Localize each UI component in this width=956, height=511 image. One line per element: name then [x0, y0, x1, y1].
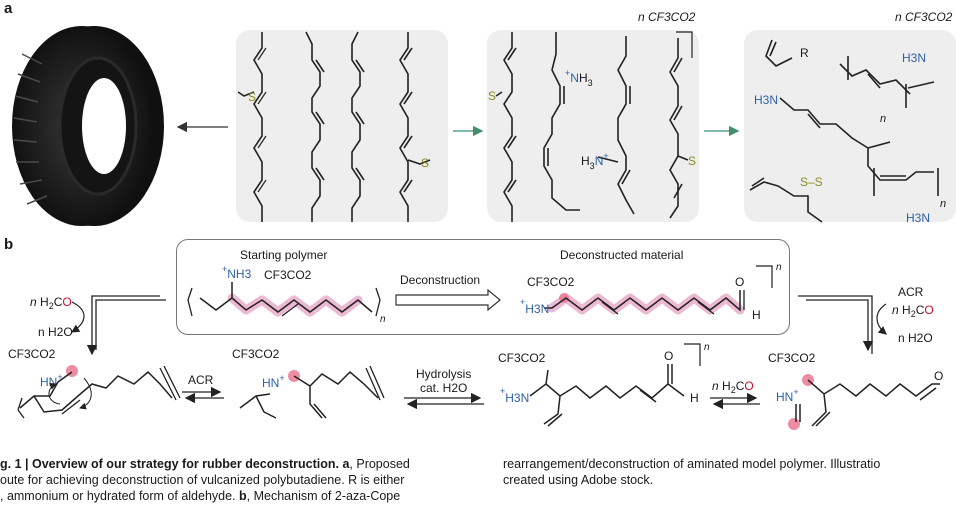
iminium-label: HN+ [776, 387, 799, 404]
water-label: n H2O [38, 325, 73, 339]
acr-label: ACR [188, 373, 214, 387]
oxygen-label: O [735, 275, 744, 289]
starting-polymer-label: Starting polymer [240, 248, 327, 262]
amine-label: +H3N [500, 386, 529, 405]
panel-a-box-aminated [487, 30, 699, 222]
aminated-chains [495, 32, 689, 222]
r-group-label: R [800, 46, 809, 60]
catalyst-label: cat. H2O [420, 381, 467, 395]
panel-a-box-vulcanized [236, 30, 448, 222]
water-label: n H2O [898, 331, 933, 345]
deconstructed-fragments [749, 39, 939, 223]
vulcanized-chains [237, 31, 431, 222]
panel-a-label: a [4, 0, 13, 17]
acr-label: ACR [898, 285, 924, 299]
formaldehyde-label: n H2CO [30, 295, 72, 311]
panel-b-label: b [4, 236, 14, 253]
panel-a-structures: S S S S +NH3 H3N+ n CF3CO2 R n CF3CO [176, 10, 953, 225]
ammonium-label: +NH3 [222, 264, 252, 281]
counter-ion-label: CF3CO2 [8, 347, 56, 361]
repeat-n-label: n [704, 342, 710, 353]
oxygen-label: O [664, 349, 673, 363]
disulfide-label: S–S [800, 175, 823, 189]
caption-left-line-1: g. 1 | Overview of our strategy for rubb… [0, 457, 410, 471]
sulfur-label: S [688, 154, 696, 168]
repeat-n-label: n [940, 198, 946, 210]
amine-label: +H3N [520, 297, 549, 316]
sulfur-label: S [488, 89, 496, 103]
iminium-label: HN+ [262, 373, 285, 390]
counter-ion-label: CF3CO2 [264, 268, 312, 282]
formaldehyde-label: n H2CO [892, 303, 934, 319]
ammonium-label: H3N [754, 93, 778, 107]
hydrolysis-label: Hydrolysis [416, 367, 471, 381]
hydrogen-label: H [690, 391, 699, 405]
deconstructed-material-label: Deconstructed material [560, 248, 683, 262]
tire-illustration [12, 26, 164, 226]
caption-right-line-2: created using Adobe stock. [503, 473, 654, 487]
sulfur-label: S [248, 90, 256, 104]
ammonium-label: H3N [906, 211, 930, 225]
counter-ion-label: CF3CO2 [498, 351, 546, 365]
counter-ion-label: CF3CO2 [232, 347, 280, 361]
caption-left-line-2: oute for achieving deconstruction of vul… [0, 473, 405, 487]
formaldehyde-label: n H2CO [712, 379, 754, 395]
repeat-n-label: n [776, 262, 782, 273]
caption-left-line-3: , ammonium or hydrated form of aldehyde.… [0, 489, 401, 503]
sulfur-label: S [421, 156, 429, 170]
figure-caption-left: g. 1 | Overview of our strategy for rubb… [0, 456, 470, 504]
oxygen-label: O [934, 369, 943, 383]
hydrogen-label: H [752, 308, 761, 322]
counter-ion-label: n CF3CO2 [895, 10, 953, 24]
caption-right-line-1: rearrangement/deconstruction of aminated… [503, 457, 881, 471]
ammonium-bottom: H3N+ [581, 151, 609, 171]
panel-b-scheme: Starting polymer Deconstructed material … [8, 248, 943, 430]
repeat-n-label: n [880, 113, 886, 125]
panel-a-box-deconstructed [744, 30, 956, 222]
repeat-n-label: n [380, 314, 386, 325]
deconstruction-arrow [395, 288, 501, 312]
deconstruction-summary-box [176, 239, 790, 335]
figure-caption-right: rearrangement/deconstruction of aminated… [503, 456, 946, 488]
counter-ion-label: n CF3CO2 [638, 10, 696, 24]
deconstruction-label: Deconstruction [400, 273, 480, 287]
ammonium-top: +NH3 [565, 68, 593, 88]
counter-ion-label: CF3CO2 [527, 275, 575, 289]
counter-ion-label: CF3CO2 [768, 351, 816, 365]
ammonium-label: H3N [902, 51, 926, 65]
